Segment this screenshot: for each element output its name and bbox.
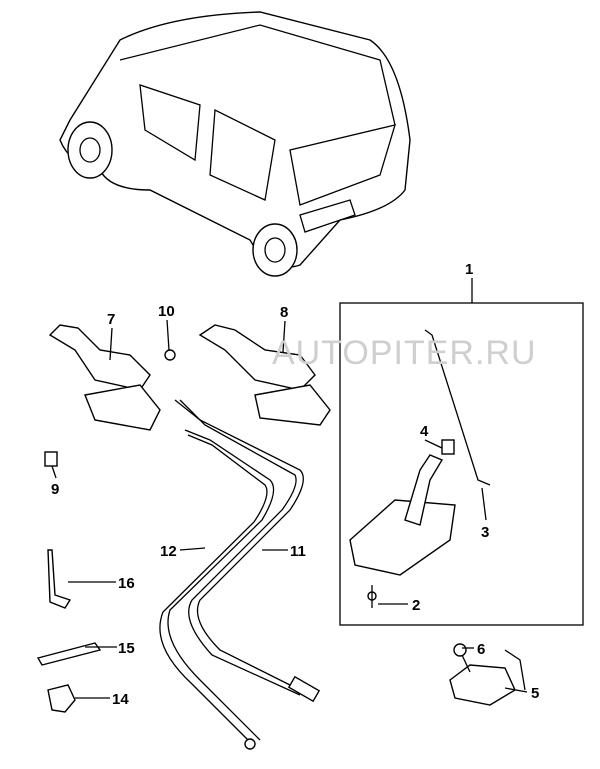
callout-1: 1 (465, 261, 473, 278)
callout-15: 15 (118, 640, 135, 657)
callout-9: 9 (51, 481, 59, 498)
callout-2: 2 (412, 597, 420, 614)
callout-3: 3 (481, 524, 489, 541)
strap-16 (47, 549, 72, 609)
callout-6: 6 (477, 641, 485, 658)
car-illustration (59, 11, 411, 277)
callout-11: 11 (290, 543, 306, 560)
callout-12: 12 (160, 543, 177, 560)
callout-10: 10 (158, 303, 175, 320)
assembly-box (339, 302, 584, 626)
watermark: AUTOPITER.RU (272, 334, 537, 372)
callout-8: 8 (280, 304, 288, 321)
clip-15 (36, 642, 102, 666)
callout-4: 4 (420, 423, 429, 440)
callout-14: 14 (112, 691, 129, 708)
leader-lines (51, 319, 528, 699)
release-cables (159, 399, 321, 750)
release-handle-right (198, 324, 331, 426)
clip-14 (47, 684, 76, 713)
trunk-lock-assembly (349, 439, 456, 608)
lock-rod (424, 329, 491, 486)
callout-7: 7 (107, 311, 115, 328)
callout-16: 16 (118, 575, 135, 592)
callout-5: 5 (531, 685, 539, 702)
latch-assembly (449, 643, 526, 706)
release-handle-left (44, 324, 176, 467)
